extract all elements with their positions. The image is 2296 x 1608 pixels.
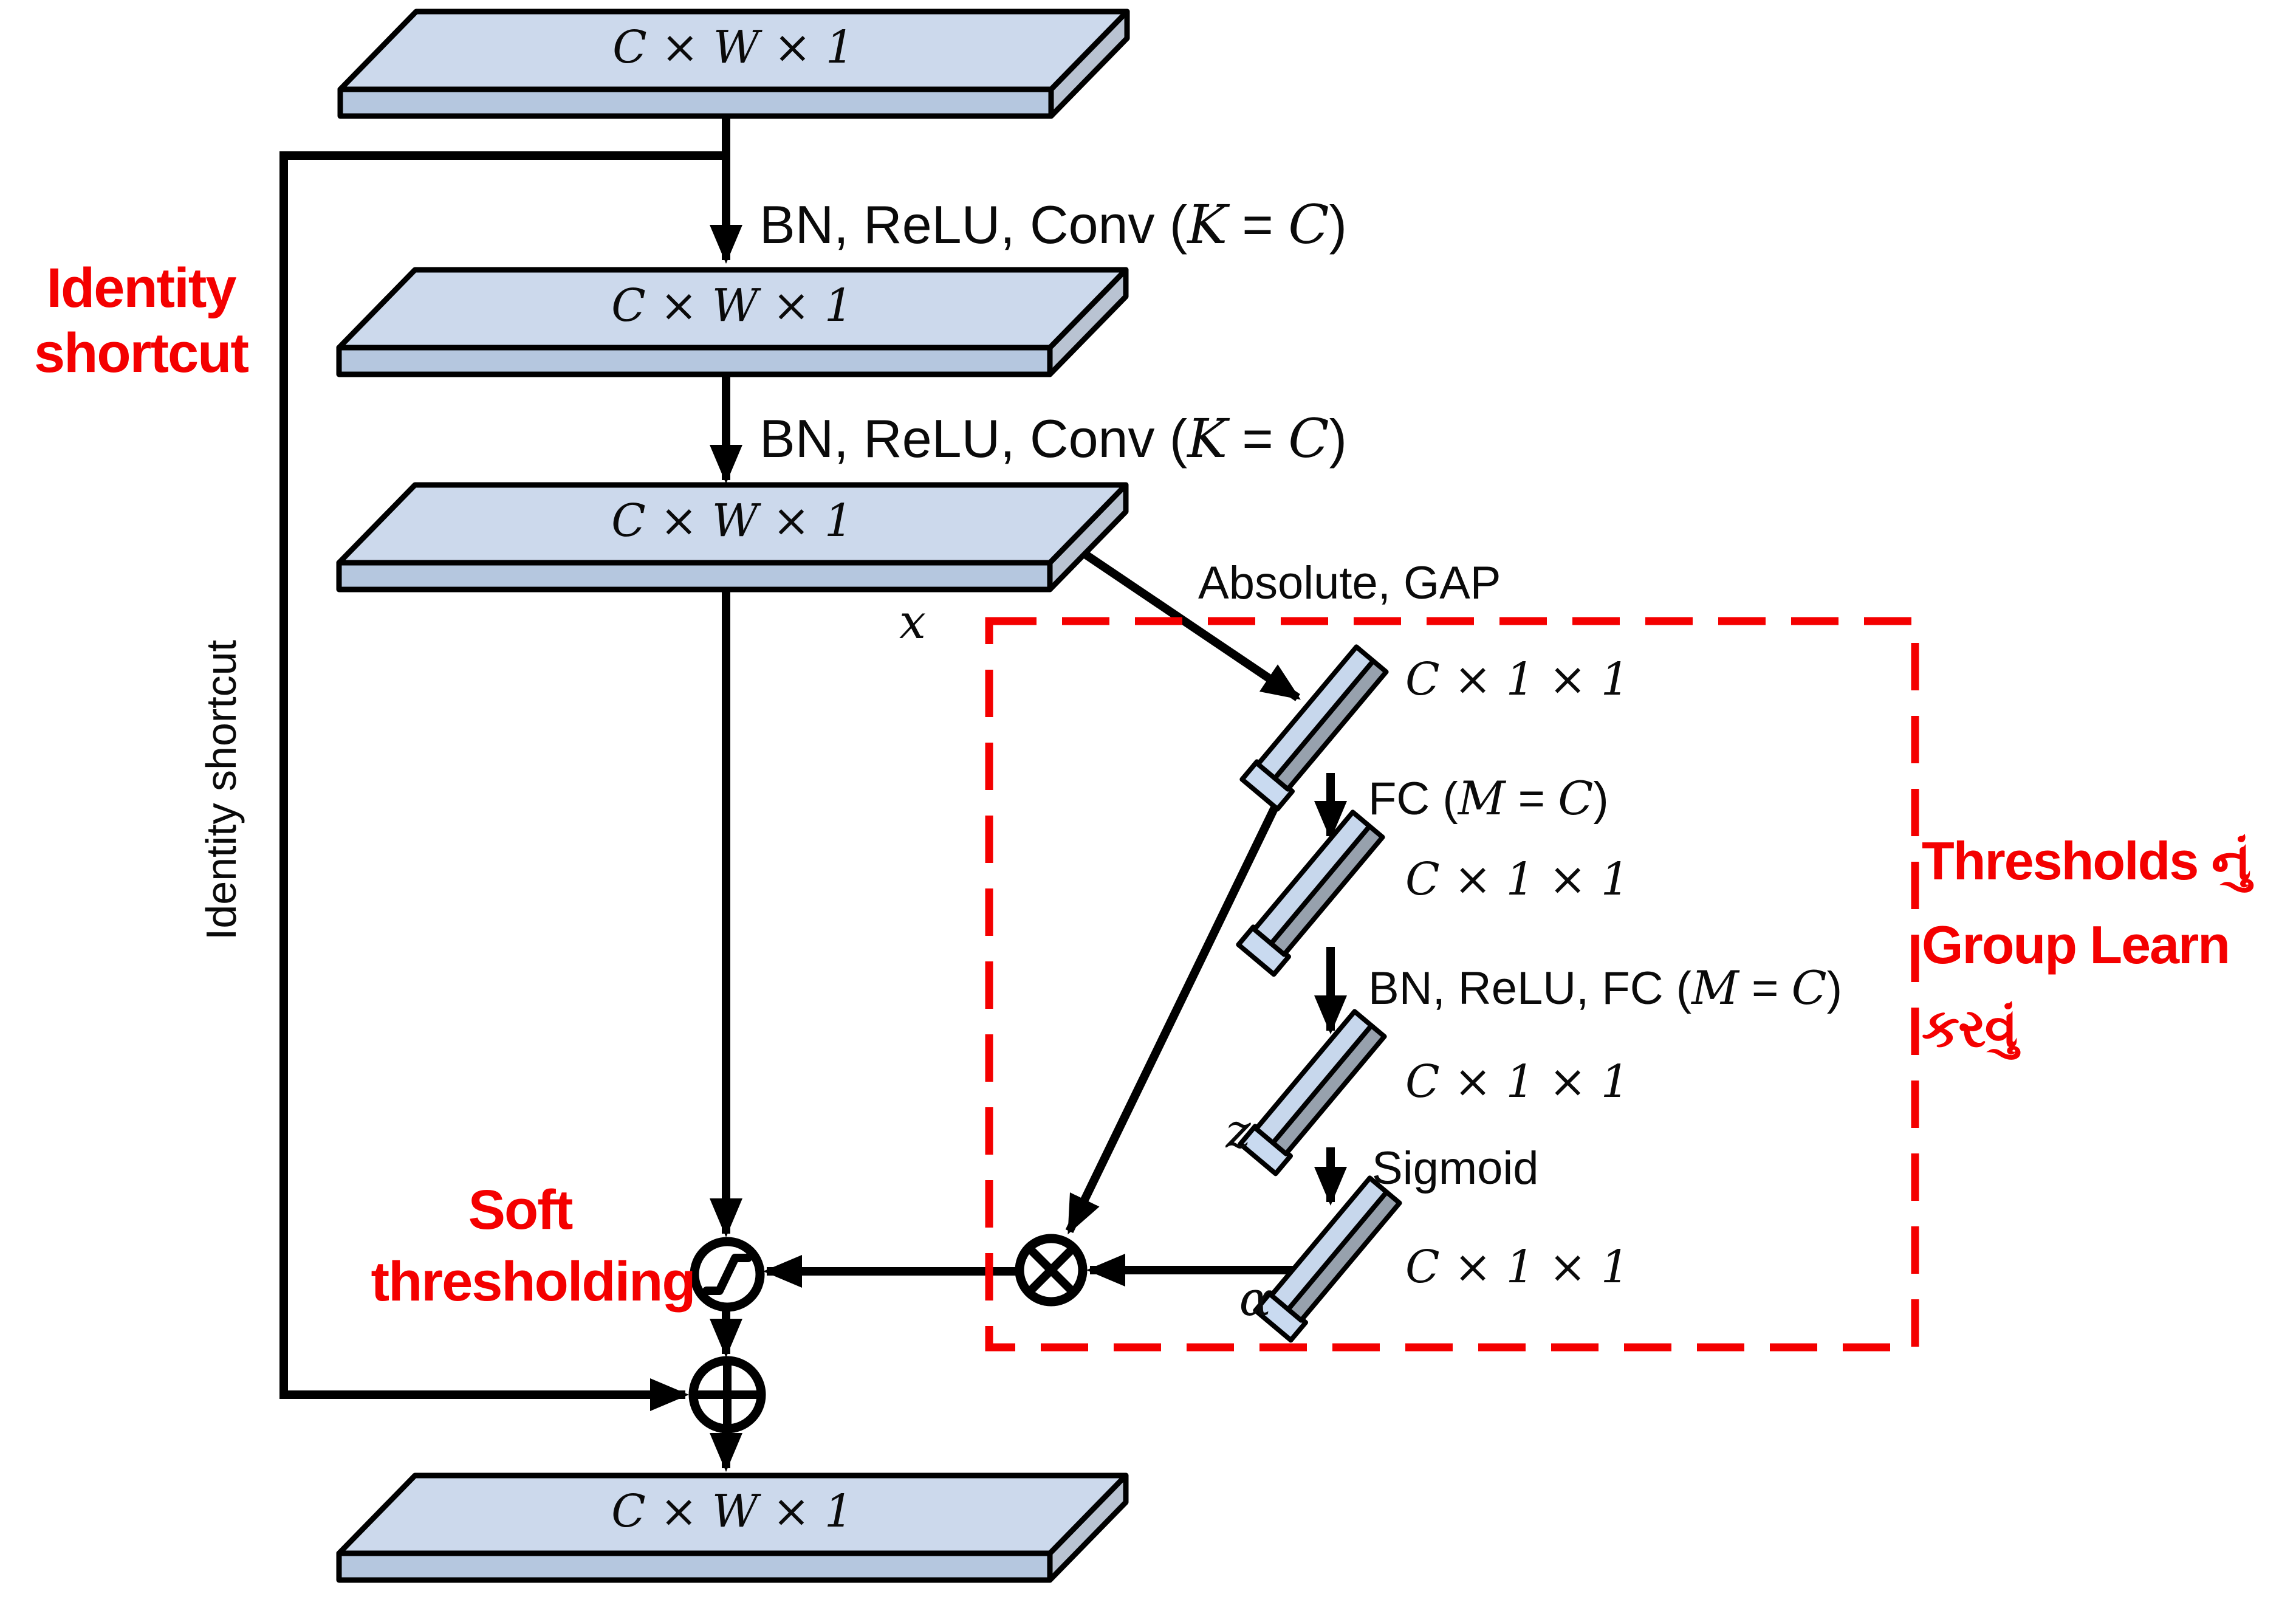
- var-z-label: z: [1225, 1104, 1251, 1159]
- soft-threshold-node: [690, 1237, 765, 1312]
- vector-bar-fc: [1236, 809, 1385, 977]
- slab-dim-label: C × W × 1: [612, 21, 854, 74]
- vector-bar-alpha: [1253, 1175, 1402, 1343]
- identity-shortcut-line2: shortcut: [34, 322, 248, 384]
- vector-bar-z: [1238, 1009, 1387, 1177]
- multiply-node: [1015, 1234, 1088, 1307]
- var-x-label: x: [899, 595, 926, 650]
- thresholds-note-line2: Group Learn: [1922, 915, 2229, 975]
- var-alpha-label: α: [1239, 1272, 1272, 1327]
- soft-thresholding-line2: thresholding: [371, 1251, 694, 1313]
- sigmoid-label: Sigmoid: [1372, 1142, 1539, 1194]
- conv1-label: BN, ReLU, Conv (K = C): [759, 193, 1347, 256]
- soft-threshold-icon: [702, 1254, 752, 1295]
- bar-dim-label-z: C × 1 × 1: [1405, 1056, 1629, 1108]
- vector-bar-gap: [1239, 644, 1389, 812]
- bn-relu-fc-label: BN, ReLU, FC (M = C): [1368, 961, 1842, 1015]
- slab-dim-label: C × W × 1: [611, 280, 853, 332]
- identity-shortcut-line1: Identity: [46, 257, 236, 319]
- feature-map-slab-output: C × W × 1: [339, 1476, 1126, 1580]
- add-node: [688, 1356, 766, 1434]
- thresholds-note-line3: કરવું: [1922, 998, 2021, 1060]
- multiply-icon: [1026, 1245, 1076, 1295]
- feature-map-slab-after-conv1: C × W × 1: [339, 270, 1126, 374]
- arrow-gap-to-multiply: [1065, 788, 1287, 1235]
- identity-shortcut-line: [279, 151, 726, 1411]
- plus-icon: [690, 1358, 764, 1432]
- identity-shortcut-rotated-label: Identity shortcut: [197, 640, 245, 940]
- conv2-label: BN, ReLU, Conv (K = C): [759, 407, 1347, 470]
- feature-map-slab-after-conv2: C × W × 1: [339, 485, 1126, 589]
- bar-dim-label-gap: C × 1 × 1: [1405, 653, 1629, 706]
- soft-thresholding-line1: Soft: [468, 1179, 573, 1241]
- thresholds-group-learn-annotation: Thresholds નું Group Learn કરવું: [1922, 831, 2255, 1060]
- arrow-absolute-gap: [1083, 551, 1301, 701]
- fc-label: FC (M = C): [1368, 771, 1609, 825]
- absolute-gap-label: Absolute, GAP: [1198, 557, 1501, 609]
- identity-shortcut-annotation: Identity shortcut: [34, 257, 250, 384]
- thresholds-note-line1: Thresholds નું: [1922, 831, 2254, 893]
- feature-map-slab-input: C × W × 1: [340, 12, 1127, 116]
- slab-dim-label: C × W × 1: [611, 495, 853, 547]
- soft-thresholding-annotation: Soft thresholding: [371, 1179, 696, 1313]
- slab-dim-label: C × W × 1: [611, 1485, 853, 1538]
- threshold-group-box: [985, 617, 1919, 1352]
- bar-dim-label-alpha: C × 1 × 1: [1405, 1241, 1629, 1293]
- bar-dim-label-fc: C × 1 × 1: [1405, 853, 1629, 905]
